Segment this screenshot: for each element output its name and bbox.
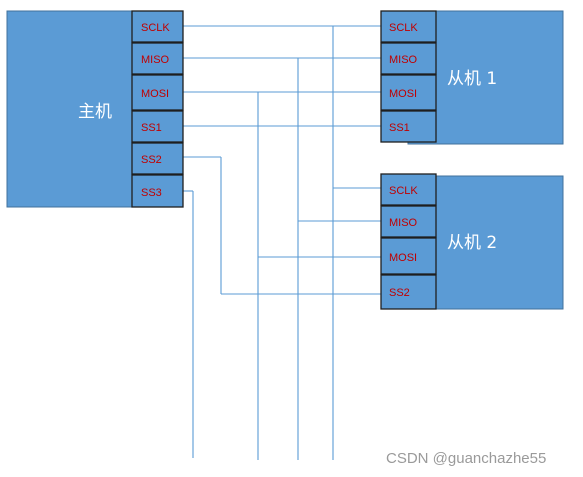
master-pin-mosi: MOSI — [131, 74, 184, 111]
pin-label: SS1 — [141, 122, 162, 134]
pin-label: SCLK — [141, 22, 170, 34]
master-pin-miso: MISO — [131, 42, 184, 75]
master-pins: SCLK MISO MOSI SS1 SS2 SS3 — [131, 10, 184, 208]
pin-label: MISO — [389, 217, 418, 229]
slave1-pins: SCLK MISO MOSI SS1 — [380, 10, 437, 143]
pin-label: MISO — [389, 54, 418, 66]
slave1-pin-mosi: MOSI — [380, 74, 437, 111]
watermark: CSDN @guanchazhe55 — [386, 450, 546, 467]
master-pin-ss3: SS3 — [131, 174, 184, 208]
slave1-label: 从机 1 — [447, 69, 497, 89]
master-pin-ss2: SS2 — [131, 142, 184, 175]
pin-label: MISO — [141, 54, 170, 66]
pin-label: MOSI — [389, 88, 417, 100]
slave1-pin-ss1: SS1 — [380, 110, 437, 143]
master-pin-ss1: SS1 — [131, 110, 184, 143]
pin-label: SCLK — [389, 185, 418, 197]
slave2-pin-mosi: MOSI — [380, 237, 437, 275]
pin-label: SS2 — [141, 154, 162, 166]
slave1-pin-sclk: SCLK — [380, 10, 437, 43]
slave2-pin-ss2: SS2 — [380, 274, 437, 310]
slave2-pin-miso: MISO — [380, 205, 437, 238]
pin-label: SS2 — [389, 287, 410, 299]
master-label: 主机 — [78, 102, 112, 122]
master-pin-sclk: SCLK — [131, 10, 184, 43]
pin-label: SS1 — [389, 122, 410, 134]
pin-label: MOSI — [389, 252, 417, 264]
wires — [183, 25, 381, 460]
pin-label: MOSI — [141, 88, 169, 100]
slave2-pins: SCLK MISO MOSI SS2 — [380, 173, 437, 310]
slave2-label: 从机 2 — [447, 233, 497, 253]
slave2-pin-sclk: SCLK — [380, 173, 437, 206]
pin-label: SCLK — [389, 22, 418, 34]
pin-label: SS3 — [141, 187, 162, 199]
slave1-pin-miso: MISO — [380, 42, 437, 75]
